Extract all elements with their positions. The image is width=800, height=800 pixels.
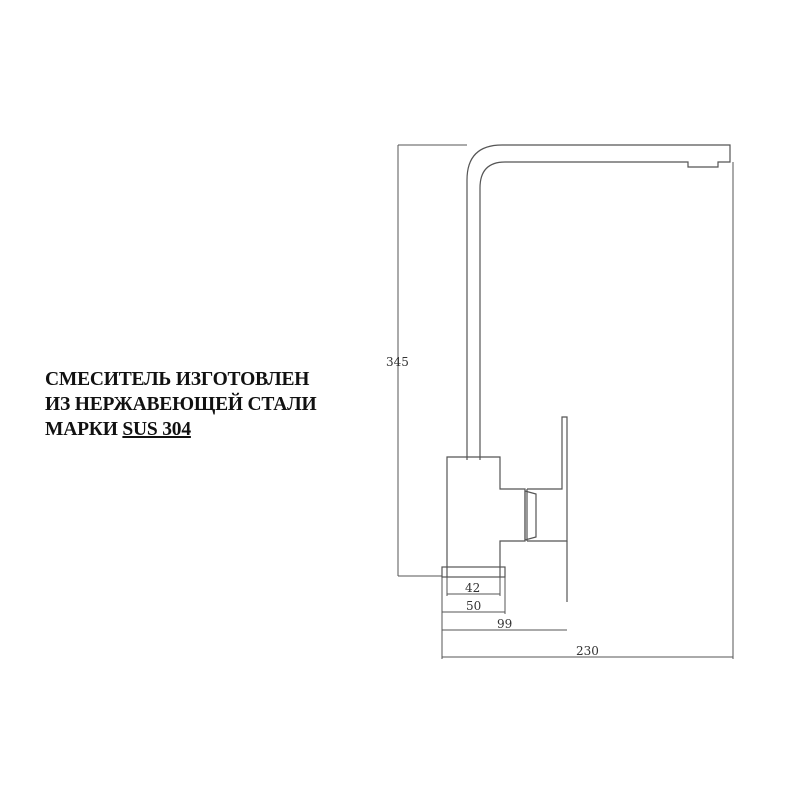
handle-reach-dimension-label: 99 (497, 617, 512, 631)
material-note-line-3: МАРКИ SUS 304 (45, 417, 316, 442)
handle-lever (527, 416, 568, 542)
cartridge-connector (524, 490, 537, 541)
base-inner-dimension-label: 42 (465, 581, 480, 595)
base-outer-dimension-label: 50 (466, 599, 481, 613)
height-dimension-label: 345 (386, 355, 409, 369)
spout-outer-outline (466, 144, 731, 460)
spout-reach-dimension-label: 230 (576, 644, 599, 658)
steel-grade: SUS 304 (122, 419, 191, 440)
material-note-line-2: ИЗ НЕРЖАВЕЮЩЕЙ СТАЛИ (45, 394, 317, 415)
material-note: СМЕСИТЕЛЬ ИЗГОТОВЛЕН ИЗ НЕРЖАВЕЮЩЕЙ СТАЛ… (45, 367, 317, 442)
faucet-body (446, 456, 526, 567)
material-note-prefix: МАРКИ (45, 419, 123, 440)
material-note-line-1: СМЕСИТЕЛЬ ИЗГОТОВЛЕН (45, 369, 310, 390)
base-flange (441, 566, 506, 578)
